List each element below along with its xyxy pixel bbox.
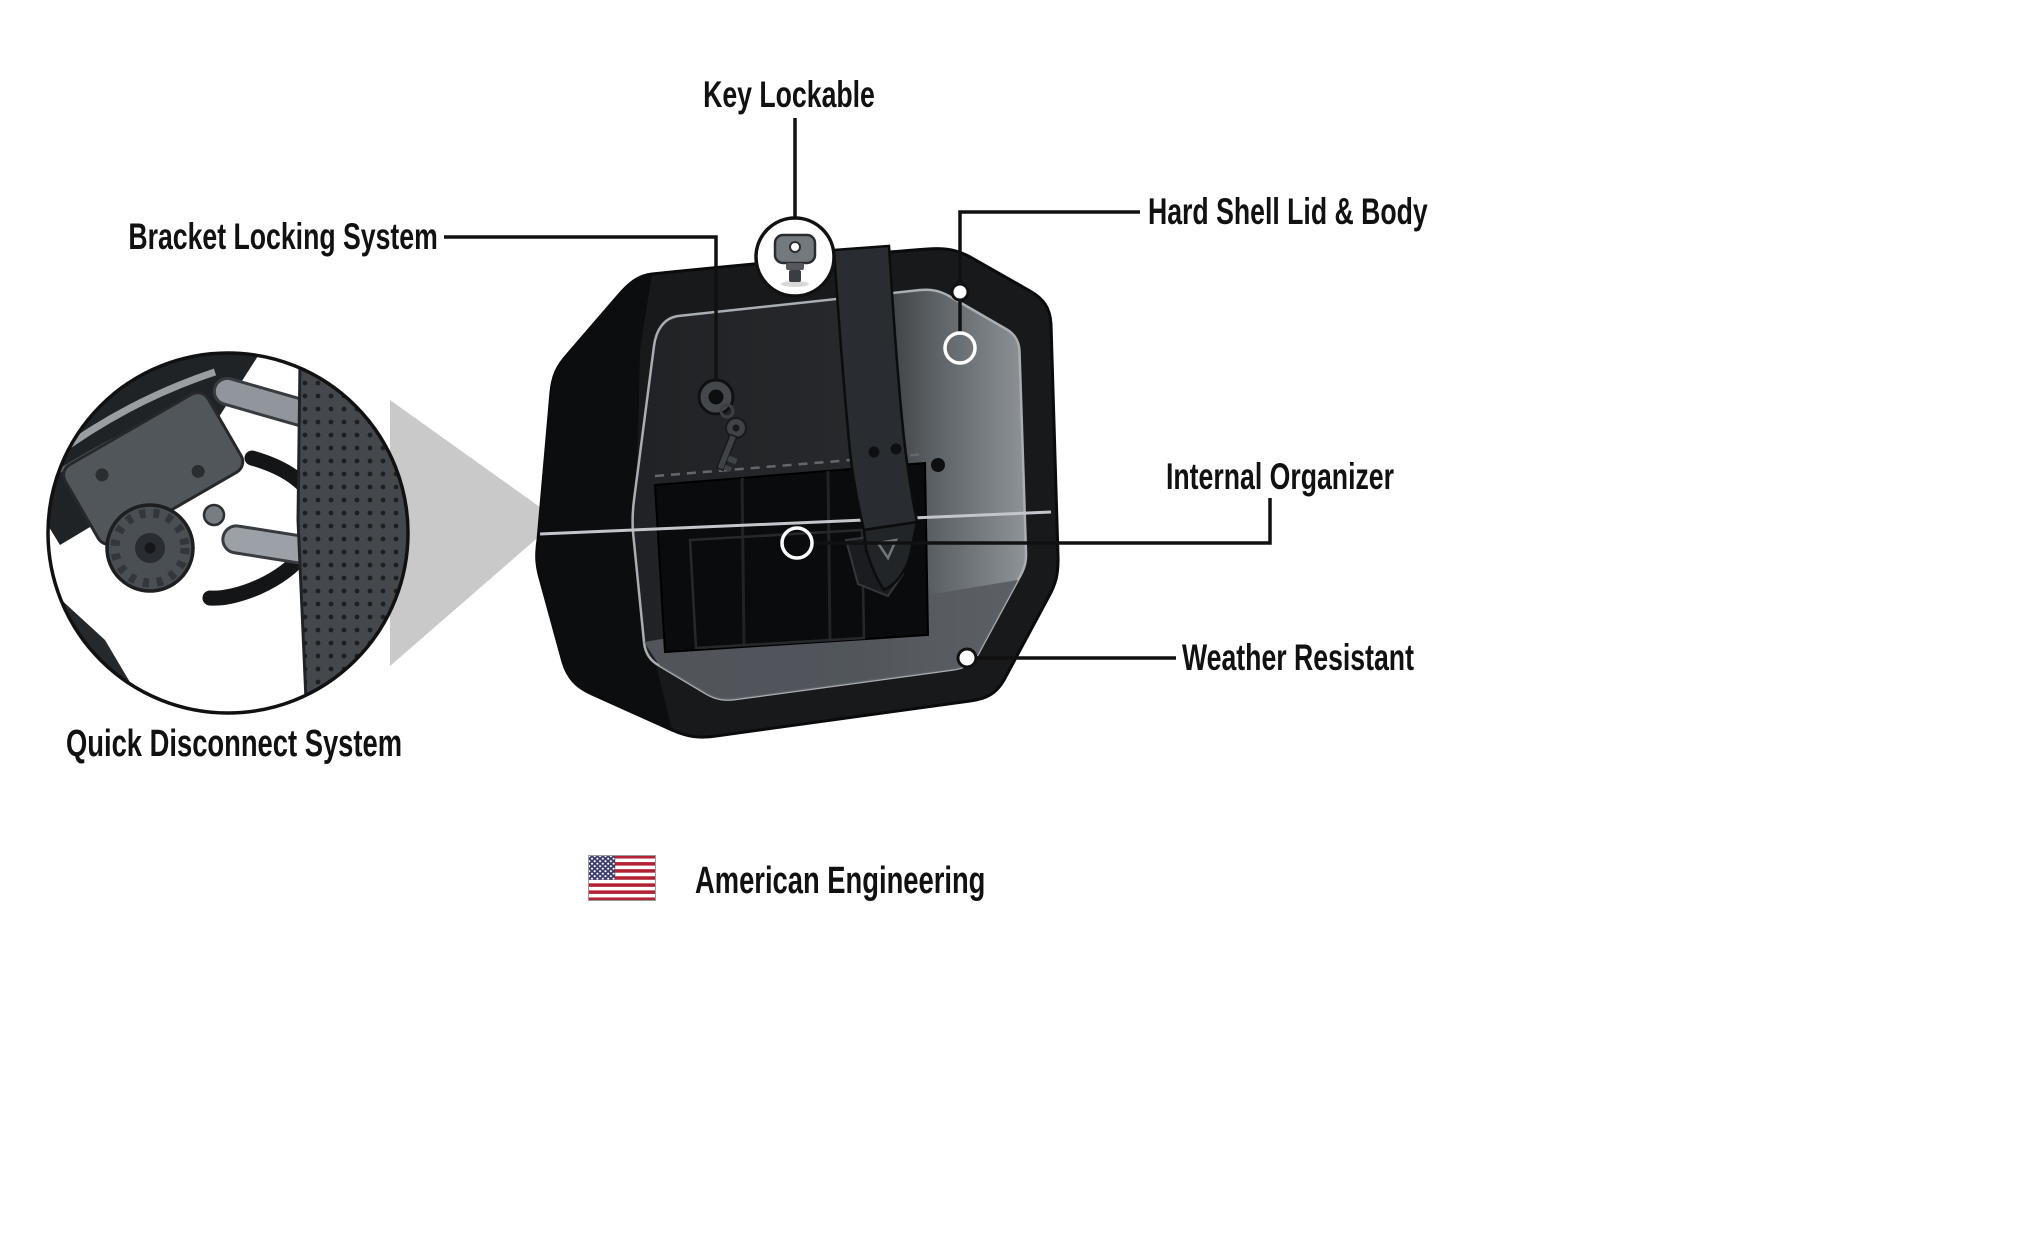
lid-strap <box>832 244 919 592</box>
weather-resistant-marker-dot <box>956 647 978 669</box>
magnifier-cone <box>390 400 558 666</box>
callout-lines <box>444 118 1272 660</box>
bracket-lock-art <box>697 378 747 472</box>
key-lockable-marker <box>754 216 836 298</box>
hard-shell-marker-ring <box>943 331 977 365</box>
hard-shell-marker-dot <box>950 282 970 302</box>
callout-label-key-lockable: Key Lockable <box>703 74 875 115</box>
quick-disconnect-inset <box>46 351 410 715</box>
callout-label-weather-resistant: Weather Resistant <box>1182 637 1414 678</box>
callout-label-bracket-locking-system: Bracket Locking System <box>128 216 438 257</box>
callout-markers <box>754 216 978 669</box>
callout-label-internal-organizer: Internal Organizer <box>1166 456 1394 497</box>
internal-organizer-line <box>813 498 1272 545</box>
us-flag-icon <box>588 855 656 901</box>
internal-organizer-marker-ring <box>780 526 814 560</box>
bracket-locking-line <box>444 235 718 380</box>
callout-label-quick-disconnect-system: Quick Disconnect System <box>66 723 403 765</box>
saddlebag-illustration <box>535 244 1060 739</box>
callout-label-hard-shell-lid-body: Hard Shell Lid & Body <box>1148 191 1428 232</box>
footer-label-american-engineering: American Engineering <box>695 860 986 902</box>
